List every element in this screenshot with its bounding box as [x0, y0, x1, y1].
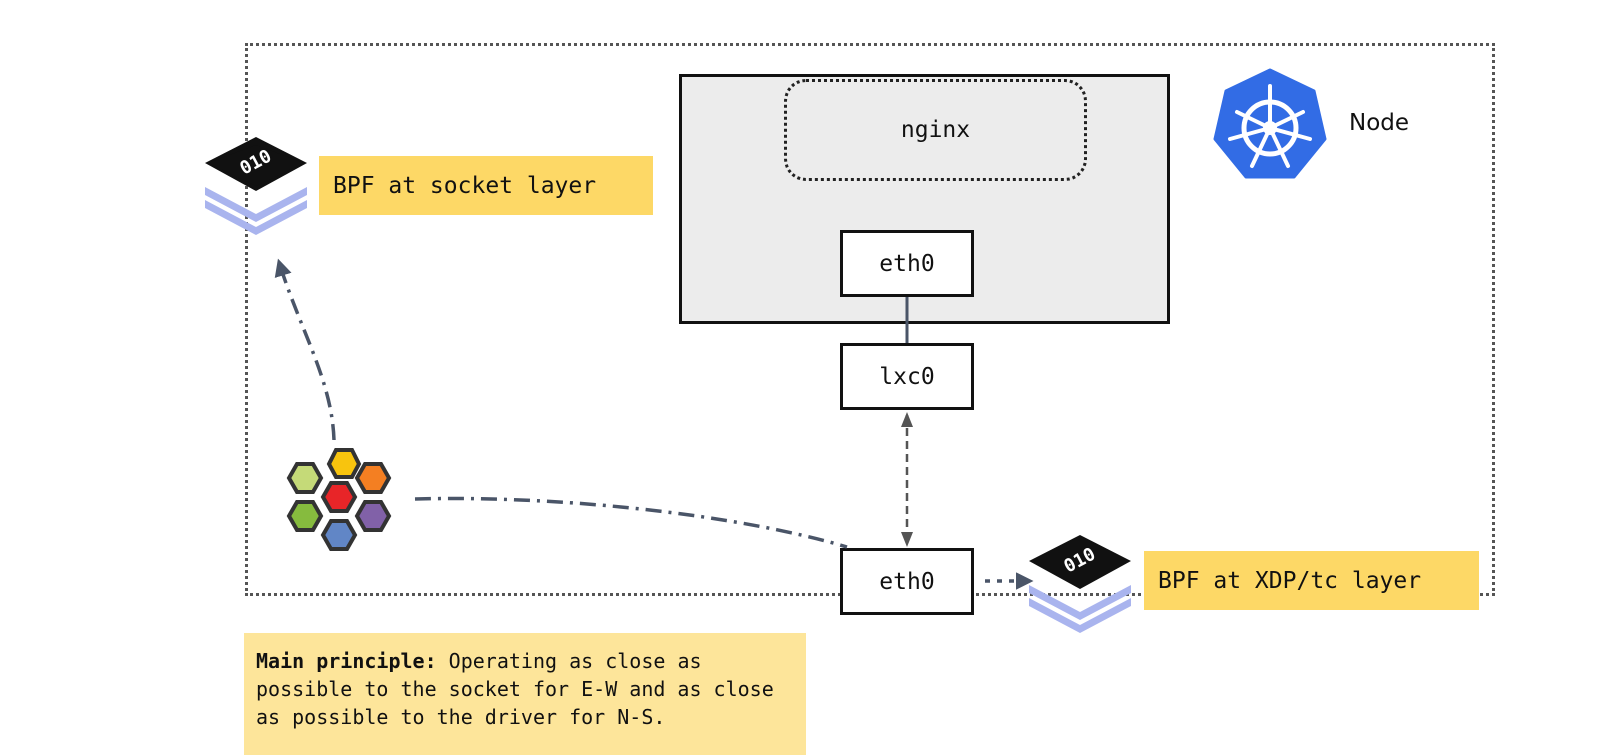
- kubernetes-node-icon: [1213, 68, 1327, 179]
- principle-text: Operating as close as possible to the so…: [256, 649, 774, 729]
- bpf-xdp-label: BPF at XDP/tc layer: [1144, 551, 1479, 610]
- socket-layer-arrow: [274, 258, 336, 441]
- bpf-xdp-icon: 010: [1029, 535, 1131, 633]
- bpf-socket-label: BPF at socket layer: [319, 156, 653, 215]
- host-eth0-interface: eth0: [840, 548, 974, 615]
- lxc0-interface: lxc0: [840, 343, 974, 410]
- cilium-logo-icon: [286, 448, 392, 551]
- bpf-socket-icon: 010: [205, 137, 307, 235]
- pod-eth0-interface: eth0: [840, 230, 974, 297]
- principle-heading: Main principle:: [256, 649, 437, 673]
- cilium-to-nic-link: [414, 496, 848, 549]
- nginx-app: nginx: [784, 79, 1087, 181]
- main-principle-note: Main principle: Operating as close as po…: [244, 633, 806, 755]
- node-label: Node: [1349, 110, 1410, 136]
